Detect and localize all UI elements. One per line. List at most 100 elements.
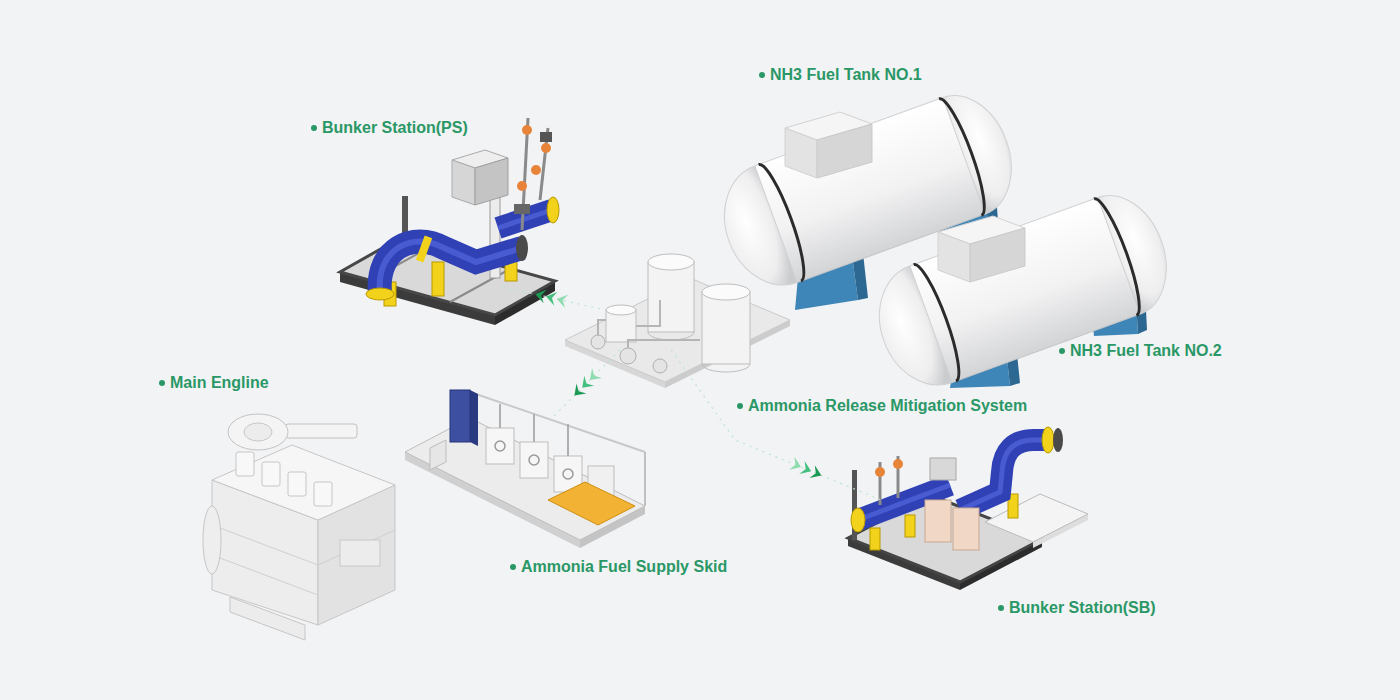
bunker-station-art-part	[930, 458, 956, 480]
arrow-chevron	[534, 287, 547, 303]
bunker-station-art-part	[541, 143, 551, 153]
mitigation-system-art-part	[653, 359, 667, 373]
fuel-supply-skid-art-part	[495, 441, 505, 451]
main-engine-art-part	[203, 506, 221, 574]
equipment-label: Bunker Station(PS)	[322, 117, 468, 139]
arrow-head	[534, 287, 568, 308]
equipment-caption: Ammonia Release Mitigation System	[737, 395, 1027, 417]
equipment-label: Bunker Station(SB)	[1009, 597, 1156, 619]
bunker-station-art-part	[547, 197, 559, 223]
label-text-group: Bunker Station(PS)	[322, 117, 468, 139]
mitigation-system-art-part	[591, 335, 605, 349]
main-engine-art-part	[236, 452, 254, 476]
fuel-tank-art-part	[817, 124, 872, 178]
label-bullet	[998, 605, 1004, 611]
fuel-tank-art-part-part	[1094, 195, 1148, 316]
fuel-tank-art-part	[970, 228, 1025, 282]
equipment-node: Main Engline	[225, 470, 385, 600]
mitigation-system-art-part	[648, 254, 694, 270]
arrow-chevron	[545, 290, 558, 306]
fuel-tank-art-part	[938, 232, 970, 282]
fuel-supply-skid-art-part	[470, 390, 478, 446]
equipment-node: NH3 Fuel Tank NO.2	[955, 245, 1105, 335]
main-engine-art-part	[340, 540, 380, 566]
arrow-chevron	[555, 292, 568, 308]
equipment-caption: Ammonia Fuel Supply Skid	[510, 556, 727, 578]
bunker-station-art-part	[851, 508, 865, 532]
bunker-station-art-part	[380, 241, 522, 292]
flow-line	[550, 350, 620, 420]
main-engine-art-part	[318, 530, 395, 565]
label-bullet	[737, 403, 743, 409]
bunker-station-art-part	[380, 241, 522, 292]
bunker-station-art-part	[893, 459, 903, 469]
bunker-station-art-part	[925, 500, 951, 542]
main-engine-art-part	[228, 414, 288, 450]
bunker-station-art-part	[1042, 427, 1054, 453]
label-bullet	[311, 125, 317, 131]
equipment-node: NH3 Fuel Tank NO.1	[800, 140, 950, 240]
main-engine-art-part	[212, 445, 395, 520]
equipment-label: NH3 Fuel Tank NO.1	[770, 64, 922, 86]
equipment-label: NH3 Fuel Tank NO.2	[1070, 340, 1222, 362]
fuel-tank-art-part-part	[755, 98, 985, 283]
bunker-station-art-part	[432, 262, 444, 296]
arrow-head	[789, 457, 824, 482]
mitigation-system-art	[565, 254, 790, 388]
bunker-station-art-part	[452, 160, 475, 205]
fuel-tank-art-part-part	[943, 82, 1028, 214]
mitigation-system-art-part	[636, 300, 660, 326]
equipment-caption: Bunker Station(PS)	[311, 117, 468, 139]
mitigation-system-art-part	[648, 262, 694, 332]
equipment-caption: Main Engline	[159, 372, 269, 394]
label-text-group: Ammonia Fuel Supply Skid	[521, 556, 727, 578]
fuel-supply-skid-art-part	[644, 452, 646, 506]
bunker-station-art-part	[516, 235, 528, 261]
fuel-supply-skid-art-part	[529, 455, 539, 465]
fuel-tank-art-part-part	[939, 95, 993, 216]
equipment-label: Ammonia Fuel Supply Skid	[521, 556, 727, 578]
fuel-tank-art-part-part	[759, 160, 813, 281]
equipment-label: Ammonia Release Mitigation System	[748, 395, 1027, 417]
fuel-supply-skid-art-part	[499, 404, 501, 428]
bunker-station-art-part	[450, 269, 510, 302]
fuel-supply-skid-art-part	[520, 442, 548, 478]
fuel-supply-skid-art-part	[430, 440, 446, 470]
arrow-chevron	[799, 461, 814, 478]
label-text-group: NH3 Fuel Tank NO.2	[1070, 340, 1222, 362]
bunker-station-art	[848, 427, 1088, 590]
fuel-tank-art-part-part	[914, 260, 968, 381]
fuel-supply-skid-art	[405, 390, 645, 548]
bunker-station-art-part	[905, 515, 915, 537]
mitigation-system-art-part	[702, 364, 750, 372]
equipment-node: Ammonia Fuel Supply Skid	[460, 420, 580, 480]
fuel-supply-skid-art-part	[563, 469, 573, 479]
arrow-chevron	[577, 376, 594, 393]
label-text-group: Ammonia Release Mitigation System	[748, 395, 1027, 417]
fuel-tank-art-part-part	[797, 214, 985, 282]
label-text-group: Main Engline	[170, 372, 269, 394]
label-bullet	[759, 72, 765, 78]
main-engine-art	[203, 414, 395, 640]
label-text-group: Bunker Station(SB)	[1009, 597, 1156, 619]
fuel-tank-art	[708, 82, 1028, 310]
bunker-station-art-part	[522, 125, 532, 135]
equipment-node: Bunker Station(SB)	[880, 490, 980, 550]
fuel-tank-art-part-part	[708, 166, 797, 300]
fuel-tank-art	[863, 182, 1183, 399]
flow-arrow	[671, 350, 880, 499]
equipment-caption: Bunker Station(SB)	[998, 597, 1156, 619]
arrow-chevron	[569, 384, 586, 401]
flow-line	[671, 350, 880, 499]
fuel-tank-art-part	[785, 128, 817, 178]
bunker-station-art-part	[416, 235, 432, 262]
mitigation-system-art-part	[628, 340, 700, 348]
mitigation-system-art-part	[598, 320, 606, 335]
main-engine-art-part	[244, 423, 272, 441]
equipment-node: Bunker Station(PS)	[400, 240, 500, 310]
main-engine-art-part	[212, 555, 318, 595]
fuel-supply-skid-art-part	[486, 428, 514, 464]
fuel-supply-skid-art-part	[470, 392, 645, 452]
arrow-chevron	[789, 457, 804, 474]
